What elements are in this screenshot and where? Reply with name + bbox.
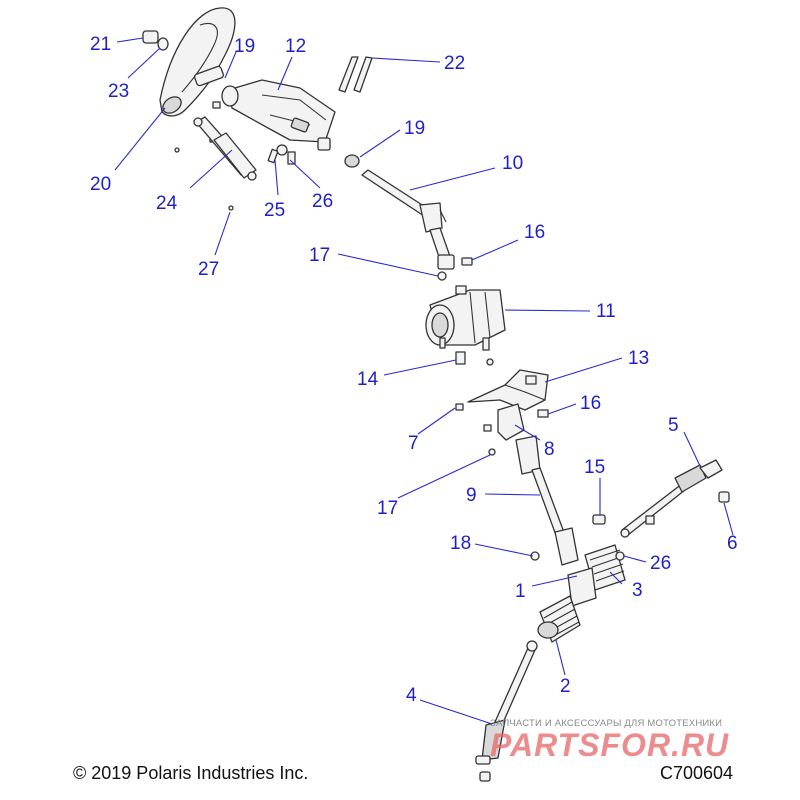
callout-25: 25 xyxy=(264,200,285,221)
long-bolts xyxy=(338,56,373,93)
callout-17a: 17 xyxy=(309,245,330,266)
intermediate-shaft xyxy=(515,435,579,566)
steering-rack xyxy=(567,544,626,607)
rack-boot-left xyxy=(537,595,581,643)
callout-11: 11 xyxy=(596,301,616,322)
callout-4: 4 xyxy=(406,685,417,706)
callout-13: 13 xyxy=(628,348,649,369)
gas-strut xyxy=(193,116,257,181)
callout-3: 3 xyxy=(632,580,643,601)
lower-mount-screw xyxy=(537,409,549,418)
copyright-text: © 2019 Polaris Industries Inc. xyxy=(73,763,309,783)
tie-rod-left xyxy=(475,640,538,782)
tie-rod-nut-right xyxy=(718,491,730,503)
callout-2: 2 xyxy=(560,676,571,697)
callout-12: 12 xyxy=(285,36,306,57)
eps-mount-bolt xyxy=(455,351,494,366)
callout-24: 24 xyxy=(156,193,178,214)
callout-17b: 17 xyxy=(377,498,398,519)
callout-7: 7 xyxy=(408,433,419,454)
watermark-caption: ЗАПЧАСТИ И АКСЕССУАРЫ ДЛЯ МОТОТЕХНИКИ xyxy=(490,718,723,729)
wheel-nut xyxy=(157,37,169,51)
pinch-bolt xyxy=(592,514,606,525)
tie-rod-right xyxy=(620,459,723,538)
upper-steering-shaft xyxy=(361,169,455,270)
callout-8: 8 xyxy=(544,439,555,460)
callout-14: 14 xyxy=(357,369,379,390)
callout-9: 9 xyxy=(466,485,477,506)
callout-23: 23 xyxy=(108,81,129,102)
callout-labels: 21 23 19 12 22 20 19 10 24 25 26 27 16 1… xyxy=(90,34,738,706)
leader-lines xyxy=(114,37,734,725)
callout-26a: 26 xyxy=(312,191,333,212)
small-screw xyxy=(455,403,492,432)
callout-19a: 19 xyxy=(234,36,255,57)
callout-5: 5 xyxy=(668,415,679,436)
lower-nut xyxy=(488,448,496,456)
callout-6: 6 xyxy=(727,533,738,554)
callout-22: 22 xyxy=(444,53,465,74)
callout-21: 21 xyxy=(90,34,111,55)
tilt-bracket xyxy=(221,79,336,151)
steering-wheel xyxy=(159,7,236,117)
callout-26b: 26 xyxy=(650,553,671,574)
eps-unit xyxy=(425,285,506,351)
callout-18: 18 xyxy=(450,533,471,554)
callout-27: 27 xyxy=(198,259,219,280)
bushing xyxy=(344,154,360,168)
callout-16a: 16 xyxy=(524,222,545,243)
bracket-plate xyxy=(497,403,525,441)
watermark-brand: PARTSFOR.RU xyxy=(490,727,730,763)
drawing-code: C700604 xyxy=(660,763,734,783)
callout-1: 1 xyxy=(515,581,526,602)
upper-nut xyxy=(437,271,447,281)
callout-15: 15 xyxy=(584,457,605,478)
watermark: ЗАПЧАСТИ И АКСЕССУАРЫ ДЛЯ МОТОТЕХНИКИ PA… xyxy=(490,718,790,764)
eps-mount-bracket xyxy=(467,369,549,411)
callout-19b: 19 xyxy=(404,118,425,139)
callout-16b: 16 xyxy=(580,393,601,414)
callout-20: 20 xyxy=(90,174,111,195)
callout-10: 10 xyxy=(502,153,523,174)
wheel-cap xyxy=(142,30,159,44)
upper-pinch-bolt xyxy=(461,257,473,266)
